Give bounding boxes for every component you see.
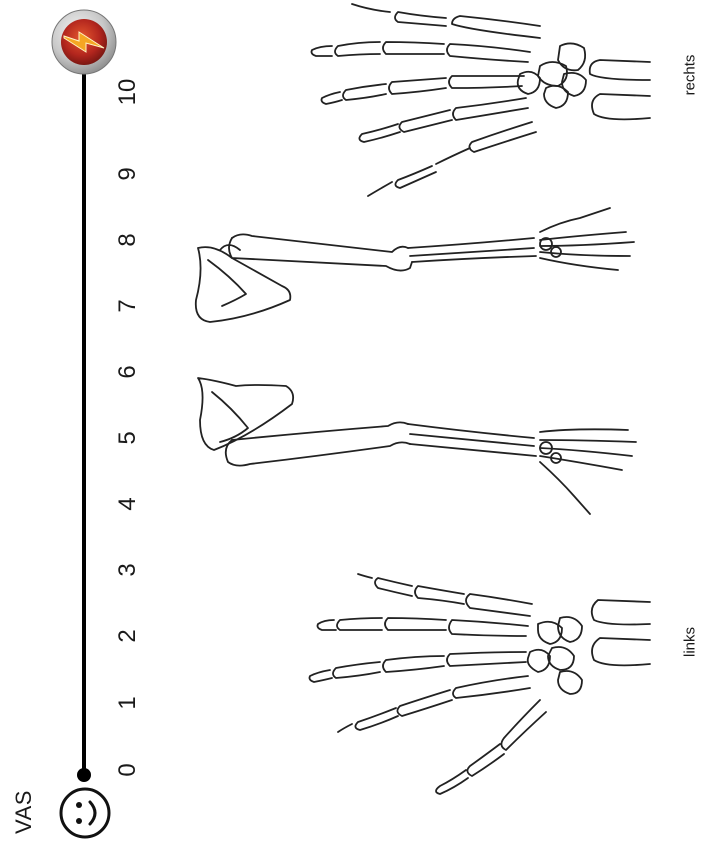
left-arm-illustration — [198, 378, 636, 514]
label-right: rechts — [682, 55, 699, 96]
label-left: links — [682, 627, 699, 657]
right-hand-illustration — [312, 4, 651, 196]
right-arm-illustration — [196, 208, 634, 322]
left-hand-illustration — [310, 574, 651, 794]
